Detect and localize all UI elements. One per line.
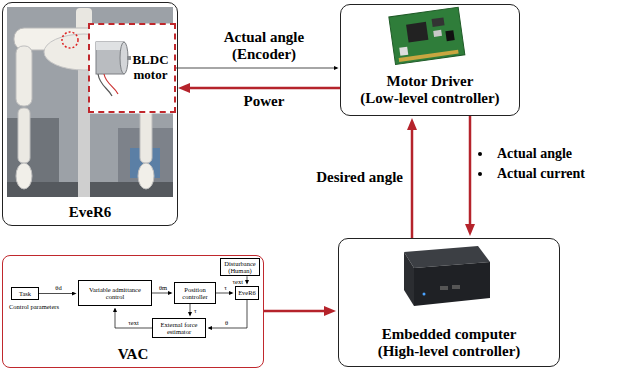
- edge-label: τext: [231, 278, 244, 285]
- node-text: EveR6: [238, 289, 256, 296]
- block-box: Variable admittance control: [78, 280, 152, 306]
- robot-arm: [16, 46, 32, 106]
- node-text: Motor Driver: [387, 73, 474, 90]
- connectors: [39, 68, 470, 328]
- pc-led: [423, 293, 426, 296]
- motor-highlight: [96, 42, 124, 50]
- signal-arrow: [115, 309, 152, 328]
- signal-arrow: [190, 304, 191, 315]
- link-arrow: [411, 123, 414, 238]
- computer-box: Embedded computer(High-level controller): [338, 238, 560, 367]
- control-panel: VAC Task Variable admittance control Positi…: [2, 255, 264, 368]
- robot-forearm: [18, 108, 30, 163]
- signal-item: Actual current: [478, 166, 585, 182]
- robot-hand: [16, 163, 32, 189]
- signal-arrow: [39, 293, 75, 294]
- node-text: (High-level controller): [378, 343, 521, 360]
- block-box: Task: [11, 287, 39, 300]
- node-text: Disturbance (Human): [222, 260, 258, 274]
- node-text: External force estimator: [155, 321, 203, 335]
- system-box: EveR6 BLDC motor: [2, 2, 178, 226]
- pc-port: [452, 285, 460, 289]
- edge-label: Desired angle: [315, 169, 404, 186]
- node-text: Task: [19, 290, 31, 297]
- chip: [432, 17, 445, 27]
- joint-marker: [62, 32, 78, 48]
- chip: [406, 22, 428, 43]
- pc-side: [404, 252, 414, 306]
- signal-arrow: [152, 293, 171, 294]
- node-text: Position controller: [177, 286, 213, 300]
- edge-label: θd: [54, 284, 62, 291]
- edge-label: τext: [127, 319, 140, 326]
- connector-strip: [399, 50, 459, 62]
- block-box: EveR6: [235, 286, 259, 300]
- signal-arrow: [176, 68, 337, 69]
- node-text: Variable admittance control: [81, 286, 149, 300]
- pc-front: [414, 262, 490, 306]
- signal-arrow: [216, 293, 232, 294]
- component: [445, 30, 454, 41]
- pcb: [389, 7, 465, 64]
- edge-label: Actual angle (Encoder): [198, 29, 330, 62]
- signal-arrow: [209, 300, 247, 328]
- component: [399, 47, 408, 56]
- block-box: Disturbance (Human): [220, 258, 260, 276]
- robot-hand: [138, 163, 154, 189]
- edge-label: τ: [193, 307, 198, 314]
- motor-picture: [90, 24, 176, 114]
- signal-label: Control parameters: [9, 303, 59, 310]
- node-text: VAC: [118, 346, 149, 363]
- edge-label: Power: [243, 93, 286, 110]
- signal-item: Actual angle: [478, 146, 572, 162]
- driver-board: [389, 7, 465, 64]
- motor-end: [120, 42, 128, 74]
- motor-wire: [104, 74, 118, 94]
- block-box: External force estimator: [152, 318, 206, 338]
- pc-port: [440, 286, 448, 290]
- node-text: Embedded computer: [382, 326, 517, 343]
- node-text: BLDC motor: [130, 53, 171, 83]
- edge-label: θ: [224, 319, 229, 326]
- node-text: (Low-level controller): [360, 90, 499, 107]
- link-arrow: [264, 310, 331, 313]
- motor-shaft: [127, 56, 131, 60]
- edge-label: θm: [158, 284, 168, 291]
- edge-label: τ: [223, 284, 228, 291]
- driver-box: Motor Driver(Low-level controller): [340, 4, 520, 116]
- block-box: Position controller: [174, 282, 216, 304]
- signal-arrow: [247, 276, 248, 283]
- link-arrow: [469, 116, 472, 231]
- mini-pc: [404, 246, 490, 306]
- motor-box: BLDC motor: [88, 23, 176, 113]
- motor-panel: [90, 24, 176, 114]
- robot-forearm: [140, 108, 152, 163]
- link-arrow: [183, 87, 340, 90]
- node-text: EveR6: [69, 204, 112, 221]
- component: [433, 30, 442, 37]
